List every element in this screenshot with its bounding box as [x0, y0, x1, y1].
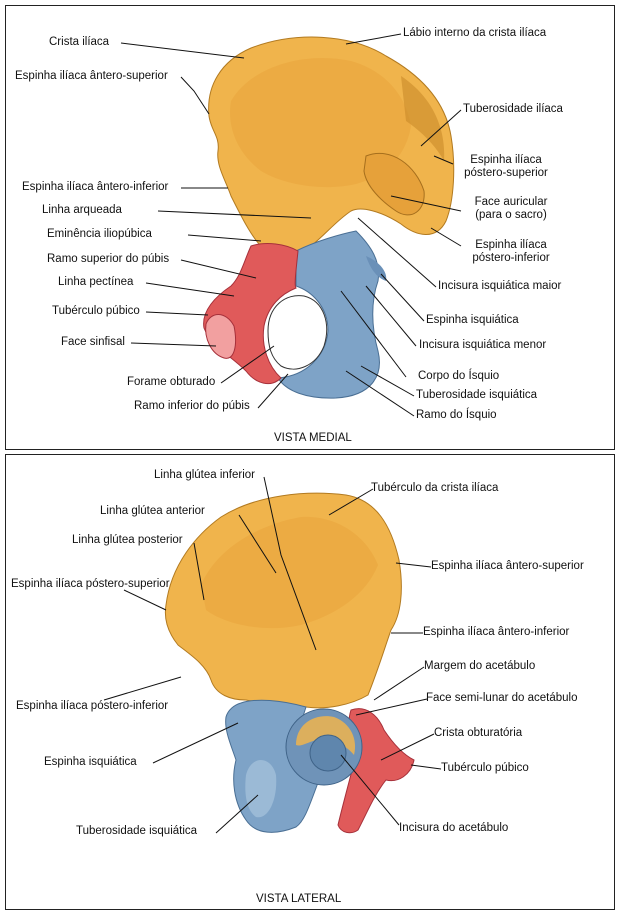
label-espinha-postero-superior: Espinha ilíaca póstero-superior — [11, 578, 170, 590]
lateral-view-panel: Linha glútea inferior Linha glútea anter… — [5, 454, 615, 910]
lateral-leader-lines — [103, 476, 442, 834]
label-ramo-inferior-pubis: Ramo inferior do púbis — [134, 400, 250, 412]
label-espinha-antero-superior: Espinha ilíaca ântero-superior — [431, 560, 584, 572]
label-incisura-menor: Incisura isquiática menor — [419, 339, 547, 351]
label-face-sinfisal: Face sinfisal — [61, 336, 125, 348]
label-face-auricular-line1: Face auricular — [474, 196, 548, 208]
label-crista-iliaca: Crista ilíaca — [49, 36, 110, 48]
acetabular-fossa — [309, 734, 347, 772]
label-tuberosidade-isquiatica: Tuberosidade isquiática — [416, 389, 538, 401]
symphyseal-face — [205, 314, 237, 359]
label-espinha-antero-superior: Espinha ilíaca ântero-superior — [15, 70, 168, 82]
label-labio-interno: Lábio interno da crista ilíaca — [403, 27, 547, 39]
lateral-view-illustration — [103, 476, 442, 834]
label-forame-obturado: Forame obturado — [127, 376, 216, 388]
caption-vista-lateral: VISTA LATERAL — [256, 893, 342, 905]
label-linha-arqueada: Linha arqueada — [42, 204, 122, 216]
caption-vista-medial: VISTA MEDIAL — [274, 432, 352, 444]
label-incisura-maior: Incisura isquiática maior — [438, 280, 562, 292]
label-tuberculo-crista: Tubérculo da crista ilíaca — [371, 482, 499, 494]
label-face-semilunar: Face semi-lunar do acetábulo — [426, 692, 578, 704]
label-face-auricular: Face auricular (para o sacro) — [466, 196, 556, 222]
label-linha-glutea-inferior: Linha glútea inferior — [154, 469, 256, 481]
label-ramo-superior-pubis: Ramo superior do púbis — [47, 253, 170, 265]
label-tuberculo-pubico: Tubérculo púbico — [441, 762, 529, 774]
medial-view-illustration — [120, 33, 462, 417]
ischium-region — [277, 230, 380, 399]
label-espinha-postero-inferior: Espinha ilíaca póstero-inferior — [461, 239, 561, 265]
label-espinha-isquiatica: Espinha isquiática — [44, 756, 137, 768]
label-linha-pectinea: Linha pectínea — [58, 276, 134, 288]
label-espinha-postero-inferior-line1: Espinha ilíaca — [475, 239, 547, 251]
label-espinha-postero-superior: Espinha ilíaca póstero-superior — [456, 154, 556, 180]
label-espinha-isquiatica: Espinha isquiática — [426, 314, 519, 326]
medial-leader-lines — [120, 33, 462, 417]
label-espinha-antero-inferior: Espinha ilíaca ântero-inferior — [423, 626, 570, 638]
label-linha-glutea-anterior: Linha glútea anterior — [100, 505, 205, 517]
label-espinha-postero-inferior-line2: póstero-inferior — [472, 252, 550, 264]
medial-view-panel: Crista ilíaca Espinha ilíaca ântero-supe… — [5, 5, 615, 450]
label-ramo-isquio: Ramo do Ísquio — [416, 409, 497, 421]
obturator-foramen — [267, 295, 328, 370]
ischial-tuberosity-shade — [245, 760, 277, 818]
label-tuberosidade-isquiatica: Tuberosidade isquiática — [76, 825, 198, 837]
iliac-tuberosity-shade — [401, 76, 445, 161]
iliac-fossa-shade — [230, 57, 411, 188]
label-tuberculo-pubico: Tubérculo púbico — [52, 305, 140, 317]
label-tuberosidade-iliaca: Tuberosidade ilíaca — [463, 103, 563, 115]
gluteal-surface-shade — [201, 516, 378, 629]
label-crista-obturatoria: Crista obturatória — [434, 727, 523, 739]
label-face-auricular-line2: (para o sacro) — [475, 209, 547, 221]
label-incisura-acetabulo: Incisura do acetábulo — [399, 822, 509, 834]
label-margem-acetabulo: Margem do acetábulo — [424, 660, 536, 672]
label-espinha-postero-superior-line2: póstero-superior — [464, 167, 548, 179]
label-espinha-postero-inferior: Espinha ilíaca póstero-inferior — [16, 700, 169, 712]
label-corpo-isquio: Corpo do Ísquio — [418, 370, 500, 382]
label-espinha-postero-superior-line1: Espinha ilíaca — [470, 154, 542, 166]
label-linha-glutea-posterior: Linha glútea posterior — [72, 534, 183, 546]
label-espinha-antero-inferior: Espinha ilíaca ântero-inferior — [22, 181, 169, 193]
label-eminencia-iliopubica: Eminência iliopúbica — [47, 228, 152, 240]
